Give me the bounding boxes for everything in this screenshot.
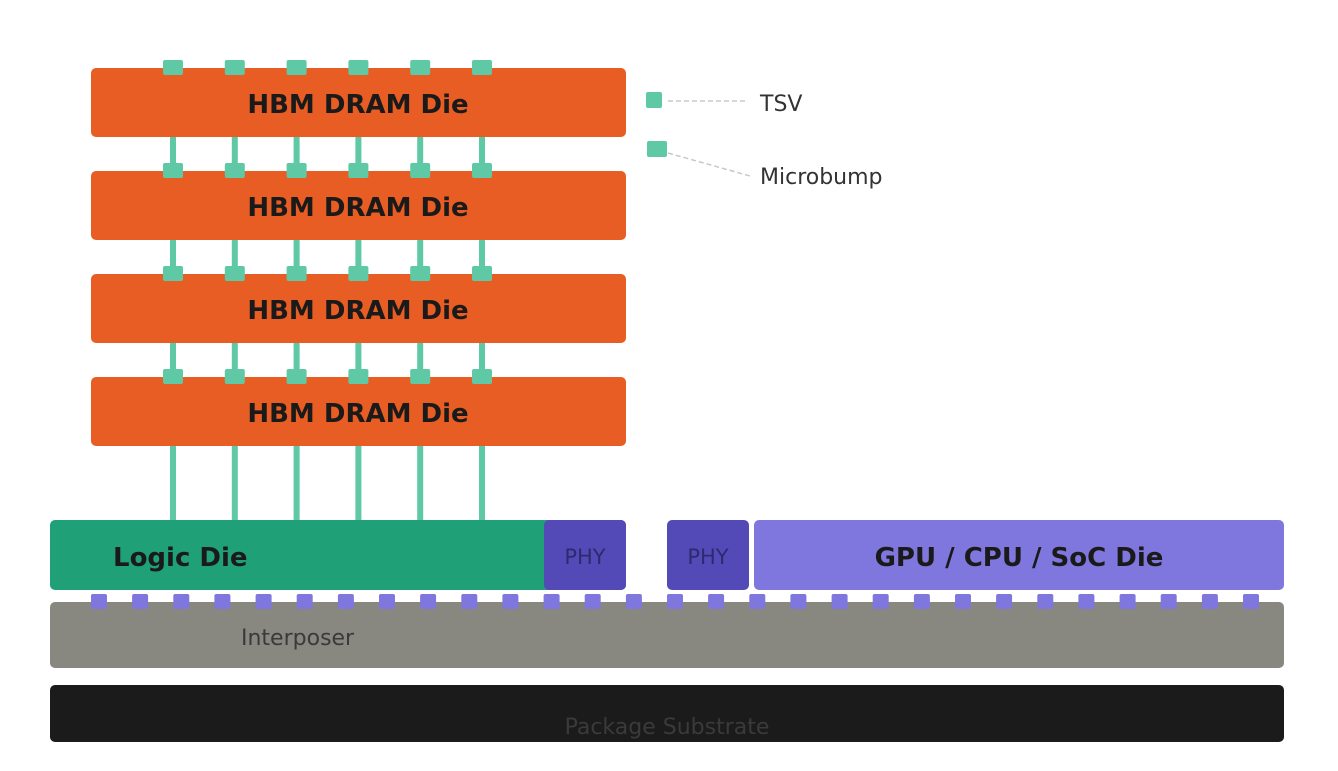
microbump — [214, 594, 231, 609]
dram-die-2 — [91, 171, 626, 240]
tsv-pad — [410, 266, 431, 281]
tsv-pad — [286, 369, 307, 384]
microbump — [790, 594, 807, 609]
tsv-pad — [472, 163, 492, 178]
dram-die-4-label: HBM DRAM Die — [247, 399, 468, 429]
tsv-pad — [286, 60, 307, 75]
microbump — [667, 594, 683, 609]
tsv-pad — [163, 163, 183, 178]
hbm-dram-stack: HBM DRAM Die HBM DRAM Die HBM DRAM Die H… — [91, 68, 626, 446]
microbump — [955, 594, 971, 609]
legend-microbump-swatch — [647, 141, 667, 157]
microbump — [625, 594, 642, 609]
tsv-pad — [286, 163, 307, 178]
microbump — [708, 594, 725, 609]
gpu-phy-label: PHY — [687, 545, 728, 569]
microbump — [831, 594, 848, 609]
tsv-pad — [163, 60, 183, 75]
tsv-pads — [163, 60, 492, 384]
gpu-die: PHY GPU / CPU / SoC Die — [667, 520, 1284, 590]
tsv-pad — [472, 266, 492, 281]
tsv-pad — [286, 266, 307, 281]
microbump — [749, 594, 766, 609]
tsv-pad — [348, 163, 369, 178]
tsv-pad — [348, 60, 369, 75]
legend-microbump-leader — [667, 152, 751, 177]
microbump — [461, 594, 478, 609]
microbump — [1037, 594, 1054, 609]
gpu-phy-block — [667, 520, 749, 590]
microbump — [173, 594, 190, 609]
dram-die-4 — [91, 377, 626, 446]
tsv-pad — [224, 369, 245, 384]
substrate-body — [50, 685, 1284, 742]
tsv-pad — [410, 60, 431, 75]
microbump — [296, 594, 313, 609]
legend-tsv-swatch — [646, 92, 662, 108]
microbump — [420, 594, 437, 609]
tsv-pad — [224, 163, 245, 178]
package-substrate: Package Substrate — [50, 685, 1284, 742]
logic-die: Logic Die PHY — [50, 520, 626, 590]
tsv-pad — [163, 369, 183, 384]
tsv-pad — [224, 60, 245, 75]
microbump — [502, 594, 519, 609]
microbump — [1119, 594, 1136, 609]
interposer: Interposer — [50, 602, 1284, 668]
tsv-pad — [410, 163, 431, 178]
microbump — [1078, 594, 1095, 609]
logic-die-body — [50, 520, 626, 590]
tsv-pad — [348, 369, 369, 384]
substrate-label: Package Substrate — [565, 715, 770, 740]
interposer-body — [50, 602, 1284, 668]
dram-die-3 — [91, 274, 626, 343]
microbump — [584, 594, 601, 609]
logic-phy-label: PHY — [564, 545, 605, 569]
microbump — [1201, 594, 1218, 609]
legend-microbump-label: Microbump — [760, 165, 883, 190]
microbump — [996, 594, 1013, 609]
microbump — [379, 594, 395, 609]
tsv-pad — [410, 369, 431, 384]
tsv-pad — [224, 266, 245, 281]
microbumps — [91, 594, 1259, 609]
tsv-pad — [348, 266, 369, 281]
legend: TSV Microbump — [646, 92, 883, 190]
dram-die-1 — [91, 68, 626, 137]
microbump — [255, 594, 272, 609]
gpu-die-body — [754, 520, 1284, 590]
legend-tsv-label: TSV — [759, 92, 802, 117]
dram-die-3-label: HBM DRAM Die — [247, 296, 468, 326]
gpu-die-label: GPU / CPU / SoC Die — [875, 543, 1164, 573]
dram-die-2-label: HBM DRAM Die — [247, 193, 468, 223]
tsv-pad — [163, 266, 183, 281]
logic-die-label: Logic Die — [113, 543, 248, 573]
microbump — [872, 594, 889, 609]
microbump — [337, 594, 354, 609]
microbump — [913, 594, 930, 609]
dram-die-1-label: HBM DRAM Die — [247, 90, 468, 120]
tsv-pad — [472, 369, 492, 384]
microbump — [132, 594, 149, 609]
interposer-label: Interposer — [241, 626, 355, 651]
logic-phy-block — [544, 520, 626, 590]
microbump — [1160, 594, 1177, 609]
tsv-pad — [472, 60, 492, 75]
microbump — [91, 594, 107, 609]
microbump — [1243, 594, 1259, 609]
microbump — [543, 594, 560, 609]
